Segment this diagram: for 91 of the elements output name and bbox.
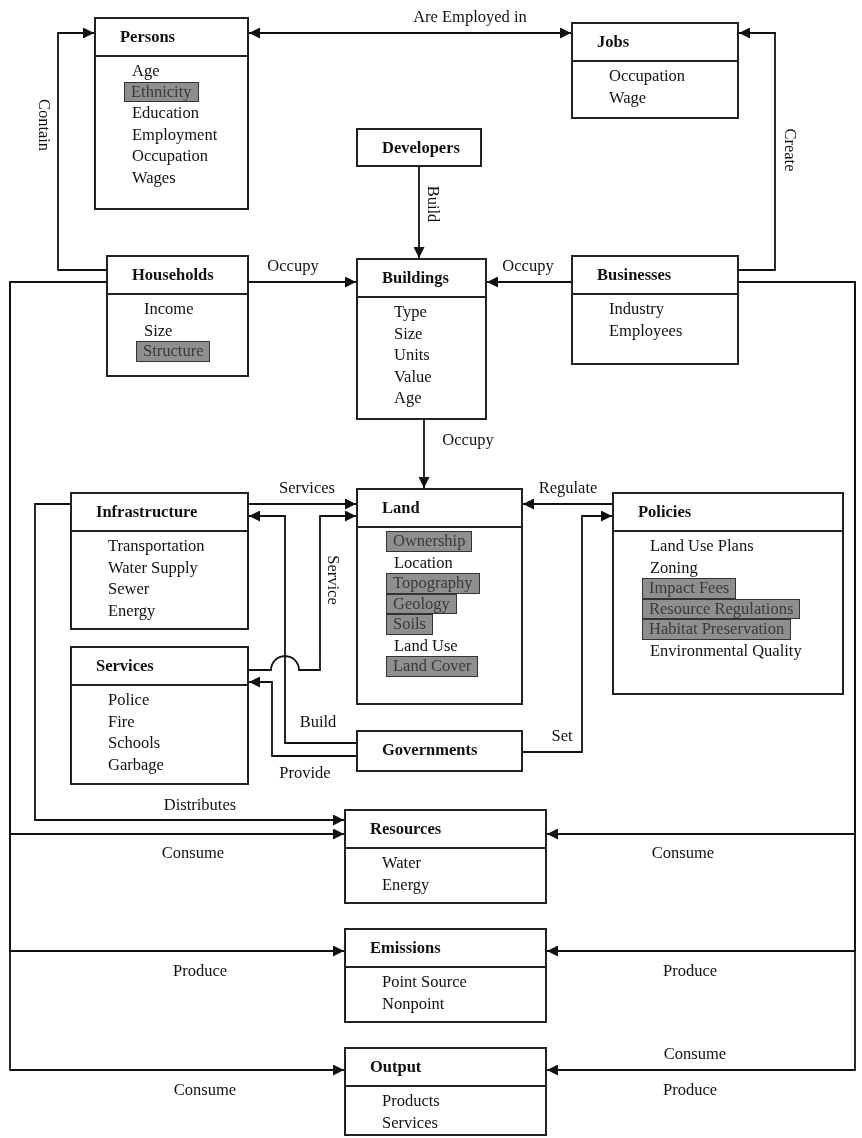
- box-heading: Policies: [614, 494, 842, 532]
- box-heading: Services: [72, 648, 247, 686]
- attribute: Type: [393, 301, 428, 323]
- arrow: [738, 27, 776, 271]
- box-heading: Governments: [381, 739, 479, 761]
- arrow: [522, 510, 613, 753]
- entity-box: [344, 928, 547, 1023]
- highlighted-attribute: Impact Fees: [642, 578, 737, 599]
- arrow: [486, 276, 572, 288]
- attribute: Education: [131, 102, 200, 124]
- box-heading: Developers: [381, 137, 461, 159]
- box-heading: Jobs: [573, 24, 737, 62]
- highlighted-attribute: Ownership: [386, 531, 473, 552]
- attribute: Water Supply: [107, 556, 199, 578]
- attribute: Fire: [107, 710, 136, 732]
- attribute: Income: [143, 298, 195, 320]
- arrow: [248, 676, 357, 757]
- edge-label: Occupy: [439, 431, 497, 449]
- attribute: Schools: [107, 732, 162, 754]
- attribute: Wages: [131, 166, 177, 188]
- arrow: [522, 498, 613, 510]
- attribute: Land Use: [393, 634, 459, 656]
- arrow: [413, 166, 425, 259]
- attribute: Age: [393, 387, 423, 409]
- attribute: Wage: [608, 86, 648, 108]
- edge-label: Are Employed in: [410, 8, 530, 26]
- attribute: Size: [143, 319, 174, 341]
- edge-label: Occupy: [264, 257, 322, 275]
- arrow: [34, 503, 345, 826]
- highlighted-attribute: Resource Regulations: [642, 598, 801, 619]
- entity-box: [612, 492, 844, 695]
- attribute: Services: [381, 1111, 439, 1133]
- attribute: Garbage: [107, 753, 165, 775]
- attribute: Size: [393, 322, 424, 344]
- highlighted-attribute: Structure: [136, 341, 211, 362]
- attribute: Energy: [107, 599, 157, 621]
- highlighted-attribute: Habitat Preservation: [642, 619, 792, 640]
- highlighted-attribute: Geology: [386, 593, 457, 614]
- attribute: Occupation: [608, 65, 687, 87]
- attribute: Land Use Plans: [649, 535, 755, 557]
- box-heading: Households: [108, 257, 247, 295]
- attribute: Industry: [608, 298, 665, 320]
- attribute: Point Source: [381, 971, 468, 993]
- arrow: [57, 27, 107, 271]
- entity-box: [344, 1047, 547, 1136]
- attribute: Nonpoint: [381, 992, 446, 1014]
- attribute: Occupation: [131, 145, 210, 167]
- entity-box: [70, 646, 249, 785]
- box-heading: Output: [346, 1049, 545, 1087]
- arrow: [248, 27, 572, 39]
- entity-box: [356, 128, 482, 167]
- highlighted-attribute: Soils: [386, 614, 434, 635]
- attribute: Products: [381, 1090, 441, 1112]
- box-heading: Resources: [346, 811, 545, 849]
- attribute: Value: [393, 365, 433, 387]
- highlighted-attribute: Topography: [386, 573, 480, 594]
- entity-box: [356, 488, 523, 705]
- attribute: Energy: [381, 873, 431, 895]
- attribute: Employment: [131, 123, 219, 145]
- attribute: Age: [131, 60, 161, 82]
- entity-box: [70, 492, 249, 630]
- box-heading: Persons: [96, 19, 247, 57]
- attribute: Police: [107, 689, 151, 711]
- entity-box: [94, 17, 249, 210]
- arrow: [248, 510, 357, 671]
- entity-box: [571, 22, 739, 119]
- box-heading: Buildings: [358, 260, 485, 298]
- box-heading: Emissions: [346, 930, 545, 968]
- arrow: [418, 419, 430, 489]
- highlighted-attribute: Ethnicity: [124, 81, 199, 102]
- arrow: [248, 510, 357, 744]
- attribute: Water: [381, 852, 422, 874]
- entity-box: [356, 258, 487, 420]
- attribute: Employees: [608, 319, 684, 341]
- highlighted-attribute: Land Cover: [386, 656, 479, 677]
- entity-box: [571, 255, 739, 365]
- arrow: [248, 276, 357, 288]
- entity-box: [344, 809, 547, 904]
- attribute: Sewer: [107, 578, 151, 600]
- attribute: Environmental Quality: [649, 639, 803, 661]
- box-heading: Land: [358, 490, 521, 528]
- entity-box: [356, 730, 523, 772]
- box-heading: Businesses: [573, 257, 737, 295]
- attribute: Transportation: [107, 535, 206, 557]
- attribute: Units: [393, 344, 431, 366]
- arrow: [248, 498, 357, 510]
- attribute: Location: [393, 551, 454, 573]
- entity-box: [106, 255, 249, 377]
- edge-label: Occupy: [499, 257, 557, 275]
- attribute: Zoning: [649, 556, 699, 578]
- box-heading: Infrastructure: [72, 494, 247, 532]
